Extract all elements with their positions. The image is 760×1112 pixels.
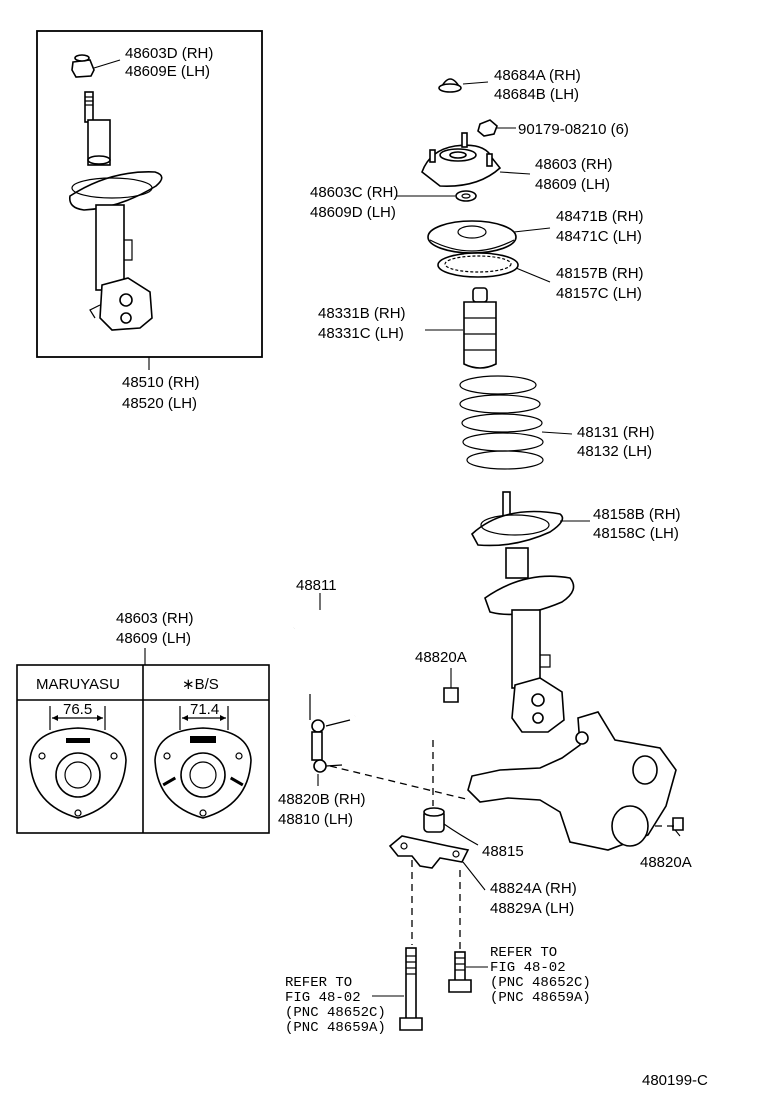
refer-left-3: (PNC 48652C) <box>285 1005 386 1021</box>
variant-col-bs: ∗B/S <box>182 676 219 693</box>
coil-spring-drawing <box>459 375 544 470</box>
stabilizer-label: 48811 <box>296 577 337 594</box>
upper-seat-lh: 48471C (LH) <box>556 228 642 245</box>
stabilizer-bar-drawing <box>291 609 484 745</box>
upper-seat-drawing <box>427 220 517 254</box>
long-bolt-drawing <box>399 947 423 1031</box>
leader-upper-seat <box>513 227 551 233</box>
bearing-drawing <box>455 190 477 202</box>
bearing-rh: 48603C (RH) <box>310 184 398 201</box>
cap-lh: 48684B (LH) <box>494 86 579 103</box>
flange-nut-drawing <box>477 119 498 137</box>
spring-lh: 48132 (LH) <box>577 443 652 460</box>
link-rh: 48820B (RH) <box>278 791 366 808</box>
strut-mount-drawing <box>421 132 502 187</box>
bumper-rh: 48331B (RH) <box>318 305 406 322</box>
refer-right-1: REFER TO <box>490 945 557 961</box>
variant-header-rh: 48603 (RH) <box>116 610 194 627</box>
lower-insulator-lh: 48158C (LH) <box>593 525 679 542</box>
dust-cap-drawing <box>438 78 462 93</box>
strut-lower-drawing <box>484 547 575 733</box>
refer-right-3: (PNC 48652C) <box>490 975 591 991</box>
inset-nut-lh: 48609E (LH) <box>125 63 210 80</box>
bump-stop-drawing <box>463 287 497 369</box>
mount-rh: 48603 (RH) <box>535 156 613 173</box>
short-bolt-drawing <box>448 951 472 993</box>
bracket-lh: 48829A (LH) <box>490 900 574 917</box>
leader-insulator <box>515 267 551 283</box>
bushing-drawing <box>423 807 445 833</box>
refer-left-4: (PNC 48659A) <box>285 1020 386 1036</box>
bs-dimension: 71.4 <box>190 701 219 718</box>
insulator-drawing <box>437 252 519 278</box>
bumper-lh: 48331C (LH) <box>318 325 404 342</box>
insulator-lh: 48157C (LH) <box>556 285 642 302</box>
lower-insulator-drawing <box>470 491 564 547</box>
leader-bushing <box>443 823 479 846</box>
variant-table <box>16 664 270 834</box>
lower-insulator-rh: 48158B (RH) <box>593 506 681 523</box>
maruyasu-dimension: 76.5 <box>63 701 92 718</box>
refer-right-4: (PNC 48659A) <box>490 990 591 1006</box>
arm-nut-label: 48820A <box>640 854 692 871</box>
knuckle-arm-drawing <box>467 711 677 851</box>
spring-rh: 48131 (RH) <box>577 424 655 441</box>
refer-left-2: FIG 48-02 <box>285 990 361 1006</box>
nut-part-number: 90179-08210 (6) <box>518 121 629 138</box>
bearing-lh: 48609D (LH) <box>310 204 396 221</box>
leader-inset-nut <box>93 59 121 69</box>
bracket-drawing <box>388 835 470 869</box>
arm-nut-drawing <box>672 817 684 831</box>
leader-spring <box>541 431 573 435</box>
maruyasu-mount-drawing <box>29 706 127 819</box>
figure-code: 480199-C <box>642 1072 708 1089</box>
refer-left-1: REFER TO <box>285 975 352 991</box>
leader-mount <box>499 171 531 175</box>
bushing-label: 48815 <box>482 843 524 860</box>
strut-assembly-drawing <box>68 54 163 331</box>
bracket-rh: 48824A (RH) <box>490 880 577 897</box>
bar-nut-drawing <box>443 687 459 703</box>
insulator-rh: 48157B (RH) <box>556 265 644 282</box>
bar-nut-label: 48820A <box>415 649 467 666</box>
refer-right-2: FIG 48-02 <box>490 960 566 976</box>
variant-col-maruyasu: MARUYASU <box>36 676 120 693</box>
alignment-line-link <box>329 765 471 801</box>
strut-assembly-rh: 48510 (RH) <box>122 374 200 391</box>
stabilizer-link-drawing <box>309 694 351 773</box>
link-lh: 48810 (LH) <box>278 811 353 828</box>
upper-seat-rh: 48471B (RH) <box>556 208 644 225</box>
cap-rh: 48684A (RH) <box>494 67 581 84</box>
leader-bracket <box>462 861 486 891</box>
variant-header-lh: 48609 (LH) <box>116 630 191 647</box>
bs-mount-drawing <box>154 706 252 819</box>
inset-nut-rh: 48603D (RH) <box>125 45 213 62</box>
mount-lh: 48609 (LH) <box>535 176 610 193</box>
strut-assembly-lh: 48520 (LH) <box>122 395 197 412</box>
leader-cap <box>462 81 489 85</box>
